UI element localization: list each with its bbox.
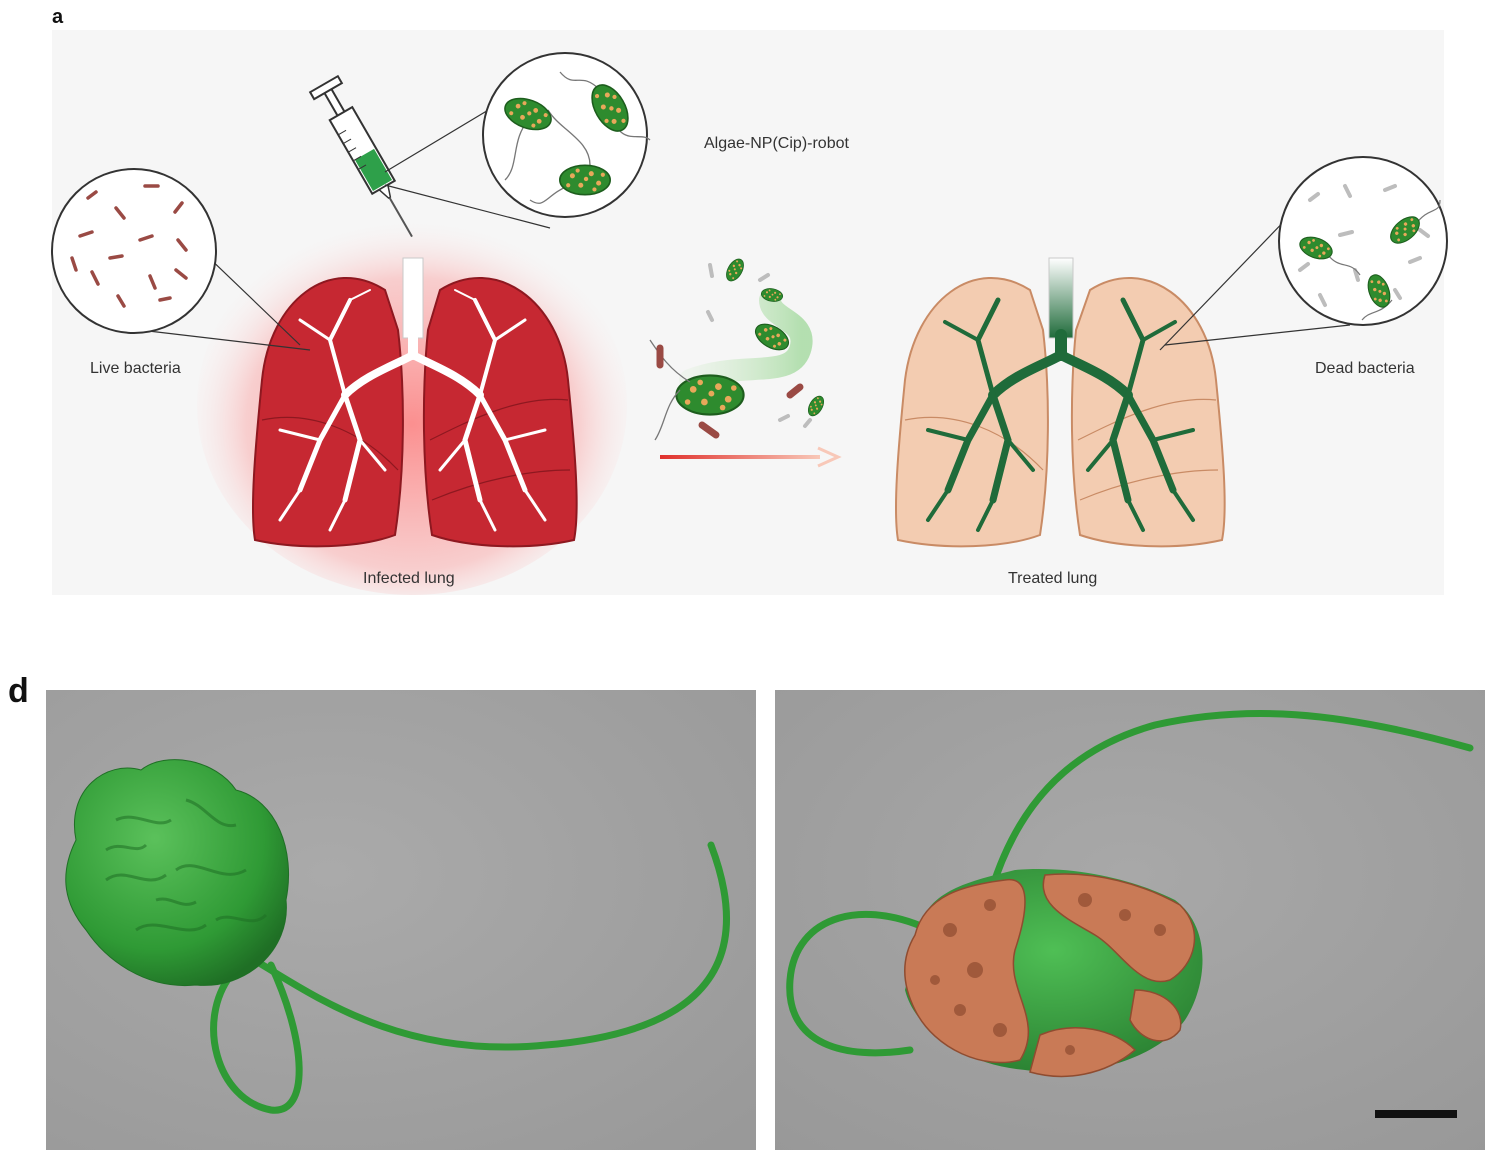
label-dead-bacteria: Dead bacteria <box>1315 360 1415 377</box>
dead-bacteria-inset <box>1159 156 1448 351</box>
syringe <box>308 74 413 238</box>
panel-letter-d: d <box>8 672 29 710</box>
live-bacteria-inset <box>51 168 311 351</box>
label-live-bacteria: Live bacteria <box>90 360 181 377</box>
label-infected-lung: Infected lung <box>363 570 455 587</box>
treated-lung <box>894 257 1226 548</box>
treatment-transition <box>649 255 842 468</box>
algae-robot-inset <box>384 52 651 229</box>
schematic-illustration <box>51 52 1448 595</box>
sem-image-algae <box>46 690 756 1150</box>
sem-image-algae-nanoparticle-robot <box>775 690 1485 1150</box>
scale-bar <box>1375 1110 1457 1118</box>
label-algae-robot: Algae-NP(Cip)-robot <box>704 135 849 152</box>
infected-lung <box>197 215 627 595</box>
label-treated-lung: Treated lung <box>1008 570 1098 587</box>
panel-letter-a: a <box>52 6 64 28</box>
